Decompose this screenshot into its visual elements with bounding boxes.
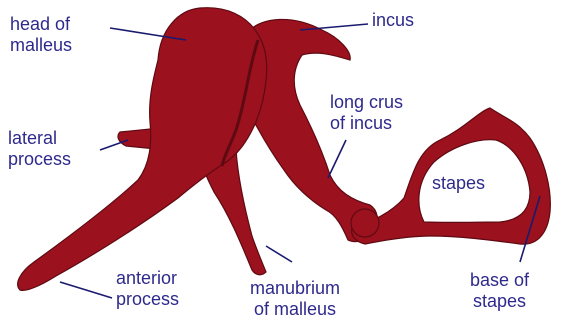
incudostapedial-joint — [351, 209, 379, 237]
label-base-of-stapes: base of stapes — [470, 270, 529, 312]
label-stapes: stapes — [432, 173, 485, 194]
label-head-of-malleus: head of malleus — [10, 14, 72, 56]
leader-manubrium — [266, 246, 292, 262]
leader-long-crus — [328, 140, 346, 178]
label-lateral-process: lateral process — [8, 128, 71, 170]
label-incus: incus — [372, 10, 414, 31]
label-anterior-process: anterior process — [116, 268, 179, 310]
label-manubrium-of-malleus: manubrium of malleus — [250, 278, 340, 320]
leader-anterior-process — [60, 282, 112, 298]
label-long-crus-of-incus: long crus of incus — [330, 92, 403, 134]
